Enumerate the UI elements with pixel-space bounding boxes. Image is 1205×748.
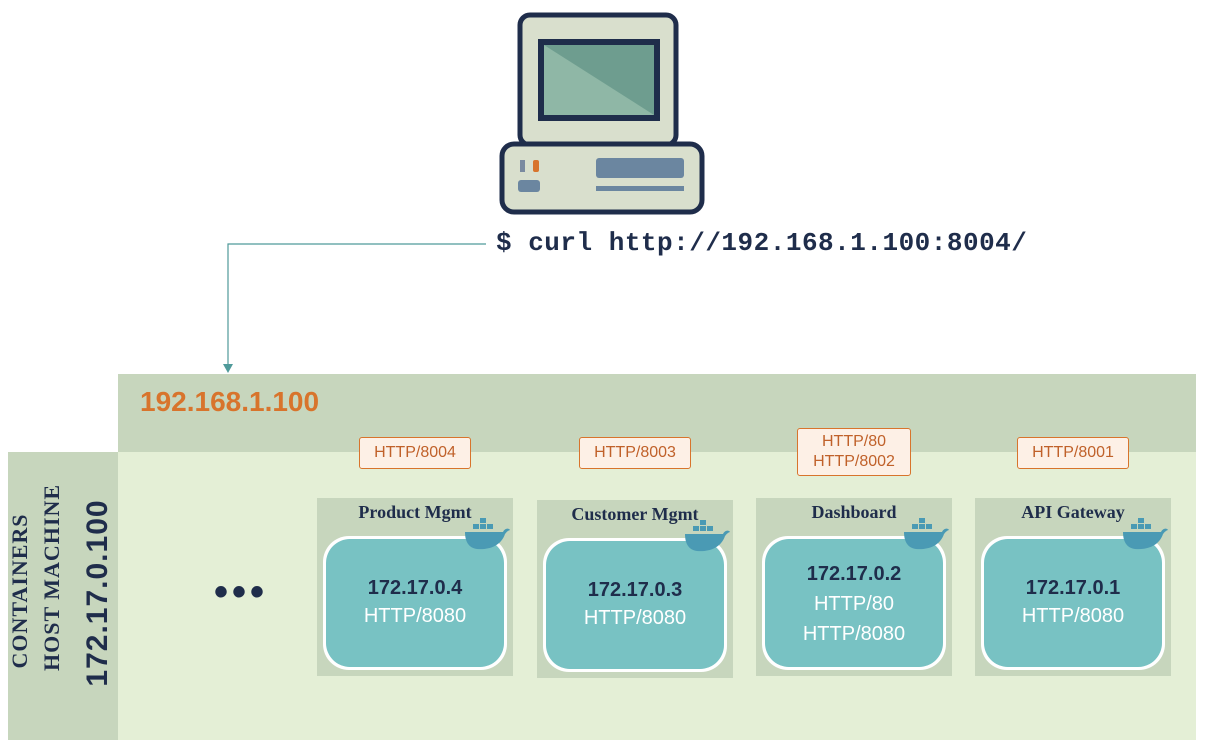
container-body: 172.17.0.2 HTTP/80 HTTP/8080 xyxy=(762,536,946,670)
side-label-ip: 172.17.0.100 xyxy=(81,499,114,687)
container-body: 172.17.0.4 HTTP/8080 xyxy=(323,536,507,670)
docker-whale-icon xyxy=(1123,518,1168,550)
container-port: HTTP/8080 xyxy=(363,605,467,627)
container-card-product: Product Mgmt 172.17.0.4 HTTP/8080 xyxy=(317,498,513,676)
container-ip: 172.17.0.4 xyxy=(367,577,463,599)
container-name: API Gateway xyxy=(1021,502,1125,522)
container-port: HTTP/8080 xyxy=(802,623,906,645)
container-card-gateway: API Gateway 172.17.0.1 HTTP/8080 xyxy=(975,498,1171,676)
side-label-line1: CONTAINERS xyxy=(7,513,32,669)
ellipsis: ••• xyxy=(214,570,269,614)
container-card-dashboard: Dashboard 172.17.0.2 HTTP/80 HTTP/8080 xyxy=(756,498,952,676)
container-pool: 172.17.0.2 HTTP/80 HTTP/8080 xyxy=(765,539,943,667)
docker-whale-icon xyxy=(685,520,730,552)
container-card-customer: Customer Mgmt 172.17.0.3 HTTP/8080 xyxy=(537,500,733,678)
container-ip: 172.17.0.3 xyxy=(587,579,683,601)
container-name: Customer Mgmt xyxy=(571,504,699,524)
container-body: 172.17.0.3 HTTP/8080 xyxy=(543,538,727,672)
port-label: HTTP/8003 xyxy=(594,444,676,461)
port-badge-product: HTTP/8004 xyxy=(359,437,471,469)
container-pool: 172.17.0.3 HTTP/8080 xyxy=(546,541,724,669)
curl-command: $ curl http://192.168.1.100:8004/ xyxy=(496,228,1028,258)
container-body: 172.17.0.1 HTTP/8080 xyxy=(981,536,1165,670)
port-label: HTTP/80 xyxy=(821,433,886,450)
container-pool: 172.17.0.4 HTTP/8080 xyxy=(326,539,504,667)
container-ip: 172.17.0.1 xyxy=(1025,577,1121,599)
docker-whale-icon xyxy=(904,518,949,550)
port-badge-customer: HTTP/8003 xyxy=(579,437,691,469)
port-label: HTTP/8001 xyxy=(1032,444,1114,461)
port-label: HTTP/8002 xyxy=(813,453,895,470)
containers-host-panel xyxy=(8,452,118,740)
port-badge-dashboard: HTTP/80 HTTP/8002 xyxy=(797,428,911,476)
container-port: HTTP/80 xyxy=(813,593,895,615)
side-label-line2: HOST MACHINE xyxy=(39,483,64,671)
container-name: Product Mgmt xyxy=(358,502,472,522)
computer-icon xyxy=(499,12,705,215)
container-name: Dashboard xyxy=(811,502,897,522)
container-pool: 172.17.0.1 HTTP/8080 xyxy=(984,539,1162,667)
container-port: HTTP/8080 xyxy=(583,607,687,629)
container-port: HTTP/8080 xyxy=(1021,605,1125,627)
host-ip: 192.168.1.100 xyxy=(140,386,320,417)
port-label: HTTP/8004 xyxy=(374,444,456,461)
docker-whale-icon xyxy=(465,518,510,550)
port-badge-gateway: HTTP/8001 xyxy=(1017,437,1129,469)
container-ip: 172.17.0.2 xyxy=(806,563,902,585)
